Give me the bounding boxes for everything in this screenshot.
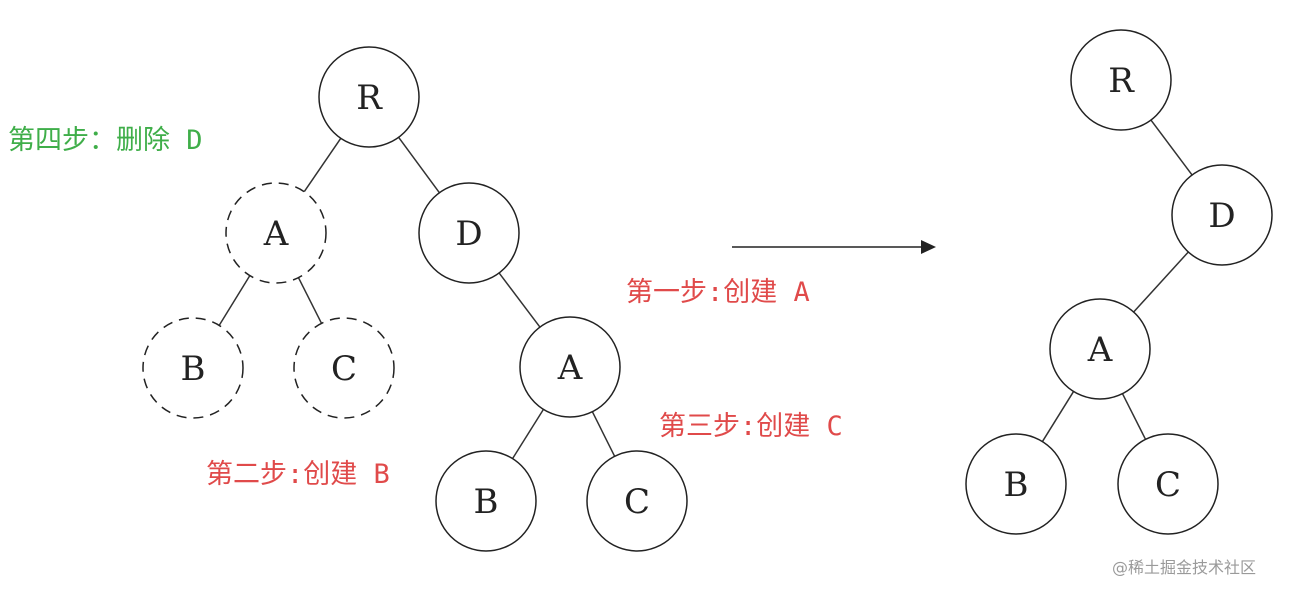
node-D: D (418, 182, 520, 284)
step-4-label: 第四步：删除 D (8, 125, 203, 156)
node-label-A_old: A (263, 214, 289, 254)
step-2-label: 第二步:创建 B (206, 459, 390, 490)
node-circle-A2 (1049, 298, 1151, 400)
edge-A2-B2 (1041, 391, 1075, 442)
node-label-A2: A (1087, 330, 1113, 370)
node-circle-A_new (519, 316, 621, 418)
node-label-C_new: C (624, 482, 650, 522)
edge-R2-D2 (1150, 119, 1193, 176)
node-circle-B_new (435, 450, 537, 552)
node-label-C_old: C (331, 349, 357, 389)
node-C_new: C (586, 450, 688, 552)
node-A_new: A (519, 316, 621, 418)
transform-arrow-head (921, 240, 936, 254)
node-circle-D (418, 182, 520, 284)
node-D2: D (1171, 164, 1273, 266)
node-B_new: B (435, 450, 537, 552)
node-circle-R (318, 46, 420, 148)
node-label-A_new: A (557, 348, 583, 388)
node-label-R: R (356, 78, 383, 118)
node-circle-C_new (586, 450, 688, 552)
node-circle-C_old (293, 317, 395, 419)
watermark-text: @稀土掘金技术社区 (1112, 558, 1256, 577)
node-C2: C (1117, 433, 1219, 535)
node-circle-R2 (1070, 29, 1172, 131)
node-label-D: D (455, 214, 482, 254)
edge-D-A_new (498, 272, 541, 328)
node-A2: A (1049, 298, 1151, 400)
node-label-D2: D (1208, 196, 1235, 236)
node-label-R2: R (1108, 61, 1135, 101)
edge-A2-C2 (1121, 393, 1147, 440)
node-R: R (318, 46, 420, 148)
node-circle-B2 (965, 433, 1067, 535)
node-circle-B_old (142, 317, 244, 419)
node-B2: B (965, 433, 1067, 535)
node-C_old: C (293, 317, 395, 419)
node-B_old: B (142, 317, 244, 419)
tree-edges (218, 119, 1193, 460)
edge-A_new-C_new (591, 411, 616, 457)
node-circle-A_old (225, 182, 327, 284)
node-A_old: A (225, 182, 327, 284)
node-circle-C2 (1117, 433, 1219, 535)
node-R2: R (1070, 29, 1172, 131)
node-circle-D2 (1171, 164, 1273, 266)
node-label-B_new: B (474, 482, 499, 522)
edge-D2-A2 (1133, 251, 1189, 313)
edge-A_new-B_new (511, 408, 545, 460)
node-label-C2: C (1155, 465, 1181, 505)
step-3-label: 第三步:创建 C (659, 411, 843, 442)
edge-R-A_old (303, 137, 342, 193)
edge-A_old-B_old (218, 275, 251, 326)
edge-A_old-C_old (297, 277, 323, 324)
node-label-B_old: B (181, 349, 206, 389)
tree-nodes: R A D B C A B C R D A B C (142, 29, 1273, 552)
edge-R-D (398, 136, 440, 194)
step-1-label: 第一步:创建 A (626, 277, 810, 308)
node-label-B2: B (1004, 465, 1029, 505)
